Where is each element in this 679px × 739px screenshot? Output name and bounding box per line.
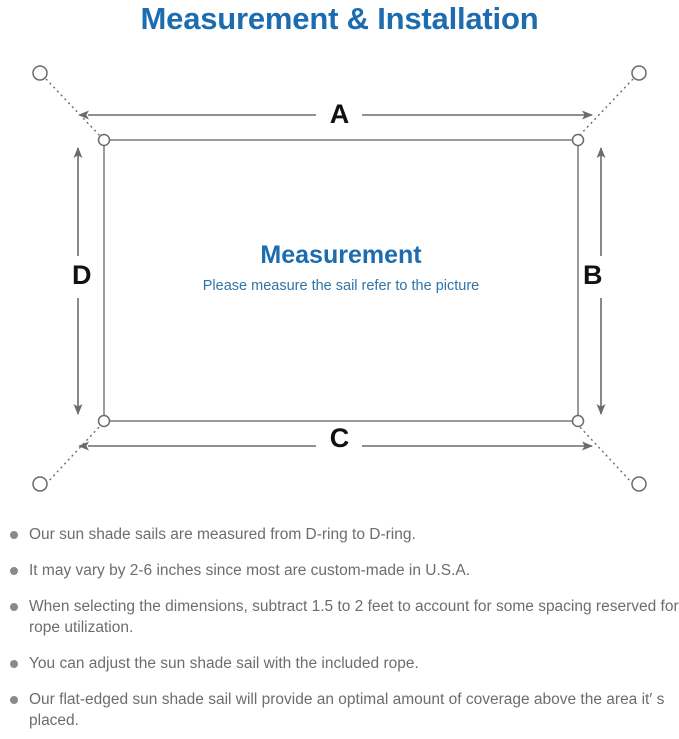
list-item-text: Our sun shade sails are measured from D-… (29, 526, 416, 543)
page-title: Measurement & Installation (140, 1, 539, 36)
list-item: Our flat-edged sun shade sail will provi… (0, 689, 679, 731)
list-item: When selecting the dimensions, subtract … (0, 596, 679, 638)
rope-bottom-left (45, 424, 102, 485)
anchor-bottom-right-icon (631, 476, 647, 492)
rope-top-right (577, 78, 634, 138)
list-item-text: You can adjust the sun shade sail with t… (29, 655, 419, 672)
anchor-bottom-left-icon (32, 476, 48, 492)
d-rings (97, 133, 585, 428)
bullet-icon (10, 567, 18, 575)
d-ring-bottom-right-icon (571, 414, 585, 428)
sail-measurement-diagram: Measurement Please measure the sail refe… (0, 50, 679, 520)
list-item: It may vary by 2-6 inches since most are… (0, 560, 679, 581)
list-item: Our sun shade sails are measured from D-… (0, 524, 679, 545)
anchor-top-left-icon (32, 65, 48, 81)
bullet-icon (10, 531, 18, 539)
bullet-icon (10, 660, 18, 668)
rope-lines (45, 78, 634, 485)
sail-body (103, 139, 579, 422)
list-item: You can adjust the sun shade sail with t… (0, 653, 679, 674)
diagram-canvas (32, 65, 647, 492)
list-item-text: When selecting the dimensions, subtract … (29, 598, 679, 636)
anchor-top-right-icon (631, 65, 647, 81)
bullet-icon (10, 603, 18, 611)
list-item-text: It may vary by 2-6 inches since most are… (29, 562, 471, 579)
dimension-arrows (73, 110, 606, 451)
notes-list: Our sun shade sails are measured from D-… (0, 524, 679, 731)
anchor-points (32, 65, 647, 492)
d-ring-top-right-icon (571, 133, 585, 147)
d-ring-bottom-left-icon (97, 414, 111, 428)
rope-bottom-right (577, 424, 634, 485)
rope-top-left (45, 78, 102, 138)
bullet-icon (10, 696, 18, 704)
d-ring-top-left-icon (97, 133, 111, 147)
list-item-text: Our flat-edged sun shade sail will provi… (29, 691, 665, 729)
